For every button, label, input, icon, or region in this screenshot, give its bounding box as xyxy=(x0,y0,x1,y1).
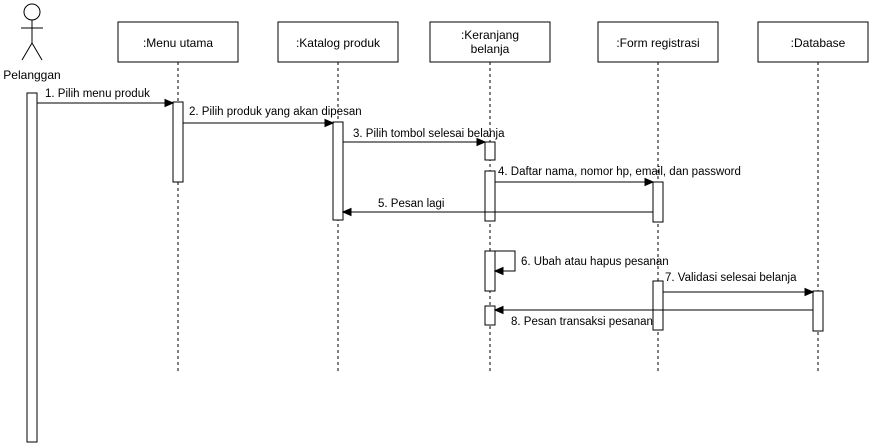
participant-database: :Database xyxy=(757,21,869,372)
participant-box xyxy=(429,21,551,63)
message-arrow xyxy=(495,250,516,272)
message-label: 4. Daftar nama, nomor hp, email, dan pas… xyxy=(498,166,741,178)
participant-label-line-2: belanja xyxy=(471,42,510,56)
activation-bar xyxy=(812,290,824,332)
message-2: 2. Pilih produk yang akan dipesan xyxy=(183,106,362,128)
activation-bar xyxy=(484,250,496,292)
actor-activation xyxy=(26,92,38,443)
message-3: 3. Pilih tombol selesai belanja xyxy=(343,128,505,147)
message-5: 5. Pesan lagi xyxy=(341,198,653,217)
activation-bar xyxy=(652,280,664,331)
arrowhead xyxy=(493,305,504,315)
participant-menu-utama: :Menu utama xyxy=(117,21,239,372)
actor-right-leg xyxy=(31,42,43,61)
participant-label-line-1: :Keranjang xyxy=(461,28,519,42)
arrowhead xyxy=(804,287,815,297)
activation-bar xyxy=(332,121,344,221)
actor-name: Pelanggan xyxy=(3,68,60,82)
participant-label: :Form registrasi xyxy=(616,36,699,50)
participant-keranjang-belanja: :Keranjang belanja xyxy=(429,21,551,372)
arrowhead xyxy=(324,118,335,128)
participant-box xyxy=(277,21,399,63)
activation-bar xyxy=(484,305,496,326)
message-label: 6. Ubah atau hapus pesanan xyxy=(521,256,669,268)
message-8: 8. Pesan transaksi pesanan xyxy=(493,305,813,328)
participant-box xyxy=(757,21,869,63)
arrowhead xyxy=(341,207,352,217)
activation-bar xyxy=(484,141,496,161)
participant-label: :Menu utama xyxy=(143,36,213,50)
message-1: 1. Pilih menu produk xyxy=(37,88,175,108)
message-label: 8. Pesan transaksi pesanan xyxy=(511,316,653,328)
message-4: 4. Daftar nama, nomor hp, email, dan pas… xyxy=(495,166,741,187)
arrowhead xyxy=(644,177,655,187)
actor-left-leg xyxy=(21,42,33,61)
arrowhead xyxy=(493,266,504,276)
arrowhead xyxy=(164,98,175,108)
message-label: 1. Pilih menu produk xyxy=(45,88,150,100)
arrowhead xyxy=(476,137,487,147)
message-6: 6. Ubah atau hapus pesanan xyxy=(493,250,669,276)
activation-bar xyxy=(484,170,496,222)
participant-form-registrasi: :Form registrasi xyxy=(597,21,719,372)
message-label: 7. Validasi selesai belanja xyxy=(665,272,797,284)
message-label: 2. Pilih produk yang akan dipesan xyxy=(189,106,362,118)
activation-bar xyxy=(652,181,664,223)
participant-box xyxy=(117,21,239,63)
actor-pelanggan: Pelanggan xyxy=(3,3,61,443)
message-label: 3. Pilih tombol selesai belanja xyxy=(353,128,505,140)
actor-head xyxy=(23,3,41,21)
message-label: 5. Pesan lagi xyxy=(378,198,445,210)
activation-bar xyxy=(172,101,184,183)
participant-label: :Database xyxy=(791,36,846,50)
participant-katalog-produk: :Katalog produk xyxy=(277,21,399,372)
message-7: 7. Validasi selesai belanja xyxy=(663,272,815,297)
participant-label: :Katalog produk xyxy=(296,36,381,50)
